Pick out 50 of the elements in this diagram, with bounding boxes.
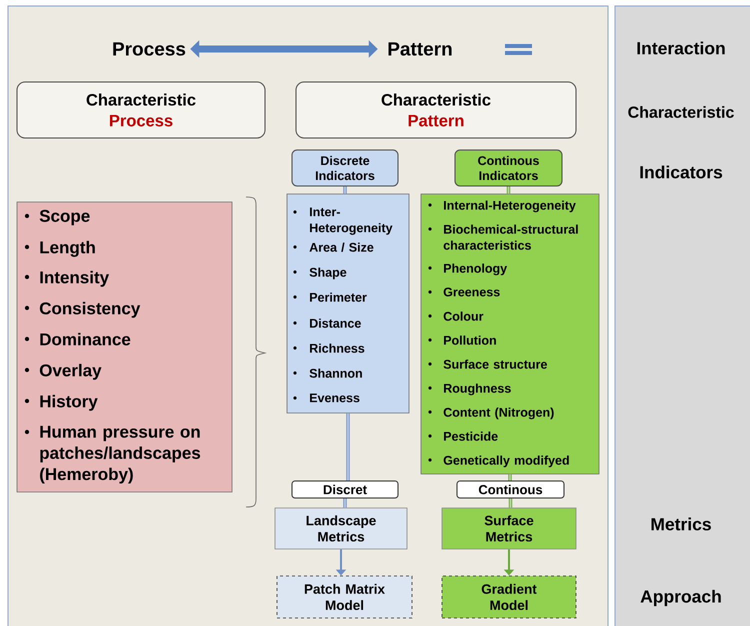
list-item: Pesticide [444,432,498,441]
list-item: Phenology [444,264,508,276]
list-item: Colour [444,312,484,321]
list-item: Intensity [40,270,110,287]
list-item: Biochemical-structural characteristics [444,224,578,250]
list-item: Inter-Heterogeneity [310,208,392,235]
list-item: Surface structure [444,360,547,369]
list-item: Roughness [444,384,511,396]
list-item: Eveness [310,394,360,402]
list-item: Greeness [444,288,500,296]
list-item: Richness [310,344,364,353]
list-item: Internal-Heterogeneity [444,200,576,212]
model-box: Gradient Model [442,576,576,618]
row-label: Approach [640,590,721,606]
connector [346,413,350,480]
label-box: Continous [456,480,564,498]
list-item: Length [40,240,95,257]
heading-text: Pattern [388,42,452,56]
row-label: Indicators [640,166,722,178]
row-label: Interaction [637,42,725,54]
row-label: Metrics [652,518,711,530]
list-item: History [40,394,98,411]
metrics-box: Landscape Metrics [274,508,408,550]
characteristic-box: Characteristic Pattern [296,82,576,138]
list-item: Distance [310,318,361,328]
connector [506,186,510,194]
list-item: Consistency [40,302,140,318]
heading-text: Process [113,42,186,56]
list-item: Genetically modifyed [444,456,569,468]
model-box: Patch Matrix Model [276,576,412,618]
list-item: Shannon [310,368,362,378]
list-item: Shape [310,268,346,280]
list-item: Content (Nitrogen) [444,408,554,420]
connector [508,474,512,480]
list-item: Human pressure on patches/landscapes (Hemeroby) [40,426,200,484]
indicator-box: Discrete Indicators [292,150,398,186]
list-item: Area / Size [310,242,374,252]
connector [343,498,347,508]
list-item: Dominance [40,332,130,346]
connector [343,186,347,194]
list-item: Pollution [444,336,496,345]
label-box: Discret [292,480,398,498]
row-label: Characteristic [628,106,734,118]
metrics-box: Surface Metrics [442,508,576,550]
connector [508,498,512,508]
list-item: Perimeter [310,292,367,302]
list-item: Scope [40,210,90,226]
characteristic-box: Characteristic Process [16,82,266,138]
list-item: Overlay [40,364,102,380]
indicator-box: Continous Indicators [454,150,562,186]
